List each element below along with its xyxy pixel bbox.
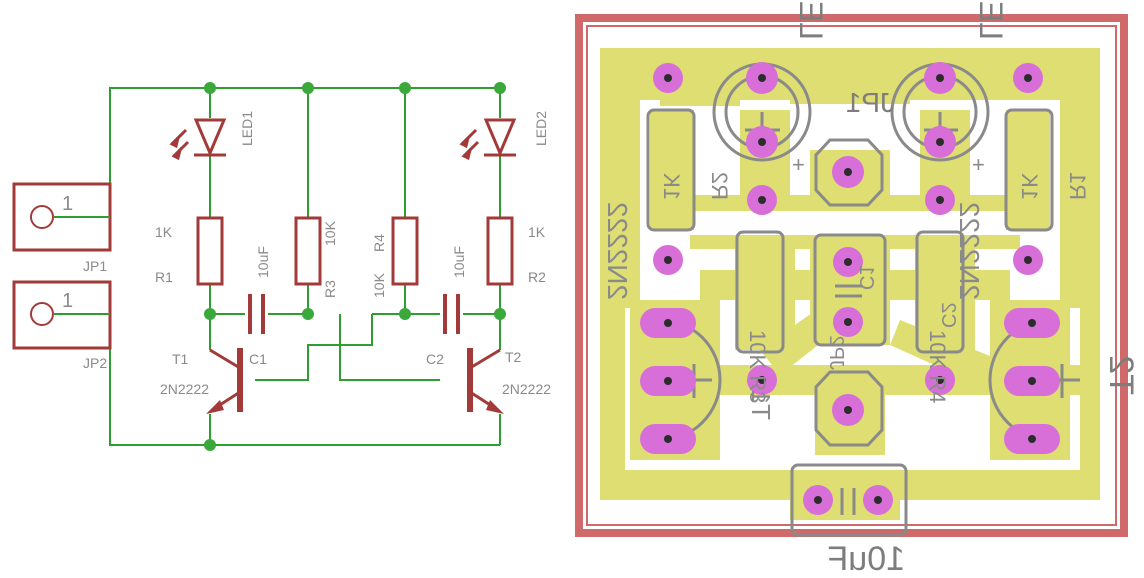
junction-dot — [302, 82, 314, 94]
board-led2-label: LED2 — [973, 0, 1009, 40]
board-t1-part: 2N2222 — [602, 202, 633, 300]
board-led1-label: LED1 — [793, 0, 829, 40]
c1-name-label: C1 — [249, 351, 267, 367]
r1-value-label: 1K — [155, 224, 173, 240]
r4-value-label: 10K — [371, 272, 387, 298]
c2-name-label: C2 — [426, 351, 444, 367]
junction-dot — [494, 308, 506, 320]
board-c2-name: C2 — [937, 302, 959, 328]
r3-name-label: R3 — [322, 280, 338, 298]
board-plus-1: + — [792, 152, 805, 177]
schematic-junctions — [204, 82, 506, 451]
board-r2-value: 1K — [659, 173, 684, 200]
junction-dot — [204, 439, 216, 451]
r2-value-label: 1K — [528, 224, 546, 240]
resistor-r1 — [196, 216, 224, 286]
resistor-r3 — [294, 216, 322, 286]
junction-dot — [494, 82, 506, 94]
junction-dot — [204, 308, 216, 320]
jp1-connector: 1 JP1 — [12, 182, 112, 274]
jp2-connector: 1 JP2 — [12, 280, 112, 371]
led1-symbol — [169, 118, 227, 161]
board-t2-name: T2 — [1102, 355, 1140, 395]
board-r3-label: 10K R3 — [745, 330, 770, 403]
t2-part-label: 2N2222 — [502, 381, 551, 397]
jp1-pin-label: 1 — [62, 193, 73, 215]
r1-name-label: R1 — [155, 269, 173, 285]
board-c1-name: C1 — [855, 264, 877, 290]
board-plus-2: + — [972, 152, 985, 177]
board-r1-value: 1K — [1017, 173, 1042, 200]
board-r1-name: R1 — [1065, 172, 1090, 200]
board-r4-label: 10K R4 — [925, 330, 950, 403]
r2-name-label: R2 — [528, 269, 546, 285]
junction-dot — [399, 308, 411, 320]
schematic: 1 JP1 1 JP2 LED1 LED2 — [12, 82, 551, 451]
jp2-label: JP2 — [83, 355, 107, 371]
resistor-r4 — [391, 216, 419, 286]
led1-label: LED1 — [239, 111, 255, 146]
t1-name-label: T1 — [172, 351, 189, 367]
resistor-r2 — [486, 216, 514, 286]
c1-value-label: 10uF — [255, 246, 271, 278]
cap-silk-symbols — [835, 284, 862, 515]
r3-value-label: 10K — [322, 220, 338, 246]
board-text: LED1 LED2 JP1 1K R2 1K R1 10K R3 — [602, 0, 1140, 578]
junction-dot — [204, 82, 216, 94]
transistor-t1 — [206, 348, 243, 414]
capacitor-c2 — [443, 294, 460, 334]
capacitor-c1 — [248, 294, 265, 334]
schematic-wires — [60, 87, 501, 446]
jp1-label: JP1 — [83, 258, 107, 274]
board-jp2-label: JP2 — [825, 336, 847, 370]
t2-name-label: T2 — [505, 349, 522, 365]
t1-part-label: 2N2222 — [160, 381, 209, 397]
board-jp1-label: JP1 — [846, 87, 894, 118]
junction-dot — [302, 308, 314, 320]
board-r2-name: R2 — [707, 172, 732, 200]
transistor-t2 — [467, 348, 504, 414]
c2-value-label: 10uF — [451, 246, 467, 278]
pcb-board: LED1 LED2 JP1 1K R2 1K R1 10K R3 — [575, 0, 1140, 578]
jp2-pin-label: 1 — [62, 290, 73, 312]
board-t2-part: 2N2222 — [954, 202, 985, 300]
pad-holes — [664, 74, 1036, 504]
board-t1-name: T1 — [746, 390, 776, 420]
board-cap-value: 10uF — [828, 540, 906, 578]
junction-dot — [399, 82, 411, 94]
led2-label: LED2 — [533, 111, 549, 146]
r4-name-label: R4 — [371, 234, 387, 252]
led2-symbol — [459, 118, 517, 161]
